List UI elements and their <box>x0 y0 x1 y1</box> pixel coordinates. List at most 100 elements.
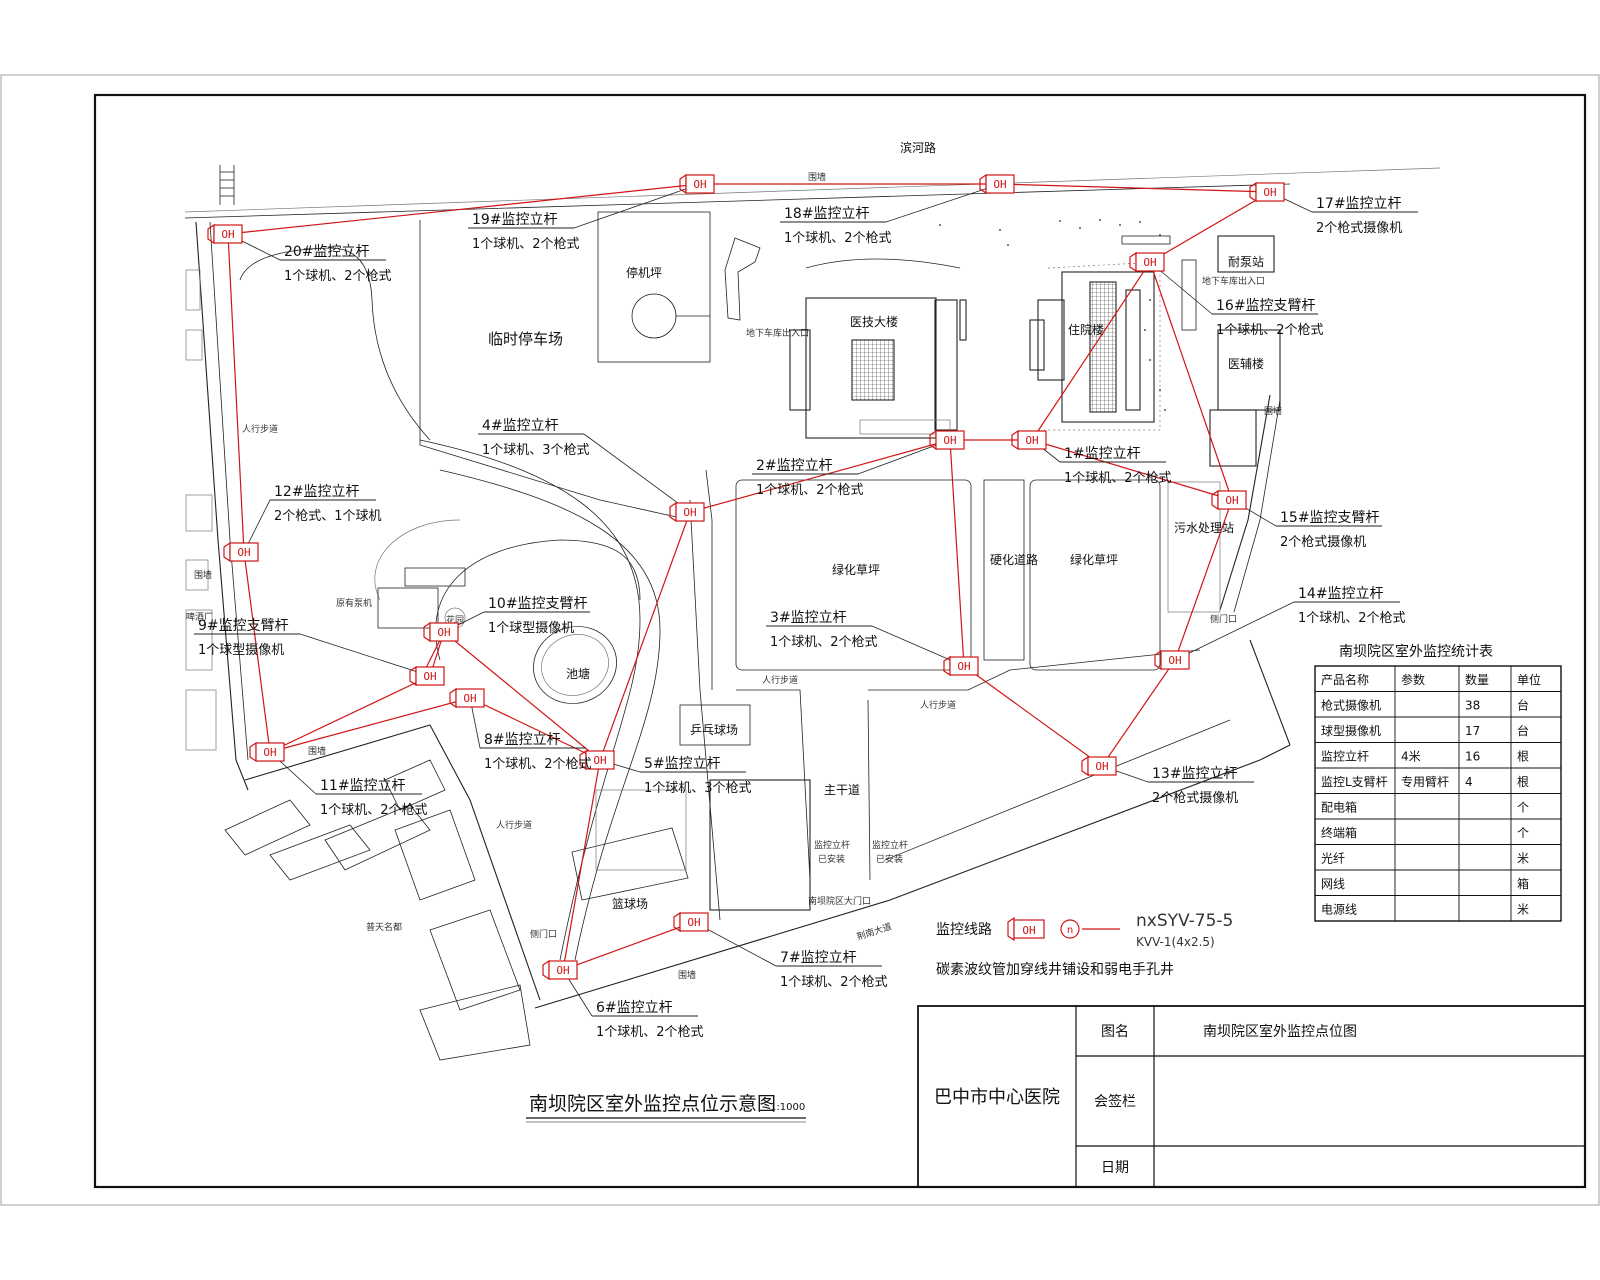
title-block-name-label: 图名 <box>1101 1024 1129 1040</box>
underground-entry-label-2: 地下车库出入口 <box>1202 275 1265 287</box>
camera-point-6: OH 6#监控立杆 1个球机、2个枪式 <box>542 959 704 1040</box>
camera-symbol-icon: OH <box>979 173 1015 195</box>
temp-parking-label: 临时停车场 <box>488 330 563 348</box>
svg-text:OH: OH <box>437 626 450 639</box>
svg-text:OH: OH <box>1168 654 1181 667</box>
sidewalk-label-4: 人行步道 <box>496 819 532 831</box>
stats-cell: 电源线 <box>1321 903 1357 917</box>
sewage-label: 污水处理站 <box>1174 521 1234 535</box>
svg-text:OH: OH <box>263 746 276 759</box>
gate-label: 南坝院区大门口 <box>808 895 871 907</box>
svg-text:OH: OH <box>993 178 1006 191</box>
point-desc: 1个球型摄像机 <box>488 621 574 636</box>
wall-label-right: 围墙 <box>1264 405 1282 417</box>
wall-label-left-bottom: 围墙 <box>308 745 326 757</box>
svg-text:OH: OH <box>1095 760 1108 773</box>
camera-symbol-icon: OH <box>207 223 243 245</box>
existing-pole-2-status: 已安装 <box>876 853 903 865</box>
sheet-outer-border <box>0 74 1600 1206</box>
point-title: 16#监控支臂杆 <box>1216 298 1316 314</box>
svg-text:OH: OH <box>556 964 569 977</box>
inpatient-label: 住院楼 <box>1068 322 1104 337</box>
stats-cell: 个 <box>1517 826 1529 840</box>
camera-symbol-icon: OH <box>1011 429 1047 451</box>
legend-line-label: 监控线路 <box>936 922 992 938</box>
point-desc: 1个球机、2个枪式 <box>596 1024 704 1040</box>
camera-point-14: OH 14#监控立杆 1个球机、2个枪式 <box>1154 586 1406 671</box>
camera-symbol-icon: OH <box>1081 755 1117 777</box>
stats-cell: 台 <box>1517 698 1529 713</box>
svg-text:OH: OH <box>1143 256 1156 269</box>
camera-symbol-icon: OH <box>1154 649 1190 671</box>
point-title: 6#监控立杆 <box>596 1000 673 1016</box>
svg-text:OH: OH <box>593 754 606 767</box>
point-desc: 1个球机、2个枪式 <box>484 756 592 772</box>
camera-symbol-icon: OH <box>579 749 615 771</box>
point-title: 18#监控立杆 <box>784 206 870 222</box>
stats-cell: 根 <box>1517 775 1529 789</box>
svg-text:OH: OH <box>1263 186 1276 199</box>
svg-text:OH: OH <box>687 916 700 929</box>
point-title: 1#监控立杆 <box>1064 446 1141 462</box>
community-label: 普天名都 <box>366 921 402 933</box>
stats-cell: 38 <box>1465 699 1480 713</box>
stats-cell: 16 <box>1465 750 1480 764</box>
basketball-label: 篮球场 <box>612 896 648 911</box>
svg-text:OH: OH <box>1225 494 1238 507</box>
point-desc: 1个球机、2个枪式 <box>780 974 888 990</box>
stats-cell: 米 <box>1517 852 1529 866</box>
wall-label-top: 围墙 <box>808 171 826 183</box>
point-desc: 1个球机、3个枪式 <box>644 780 752 796</box>
tech-building-label: 医技大楼 <box>850 314 898 329</box>
title-block-sign-label: 会签栏 <box>1094 1093 1136 1110</box>
camera-symbol-icon: OH <box>1129 251 1165 273</box>
stats-cell: 配电箱 <box>1321 800 1357 815</box>
winery-label: 啤酒厂 <box>186 611 213 623</box>
camera-symbol-icon: OH <box>1249 181 1285 203</box>
existing-pole-2-label: 监控立杆 <box>872 839 908 851</box>
svg-text:OH: OH <box>1025 434 1038 447</box>
point-desc: 1个球机、2个枪式 <box>756 482 864 498</box>
stats-cell: 终端箱 <box>1321 825 1357 840</box>
drawing-title-block: 南坝院区室外监控点位示意图 1:1000 <box>526 1093 806 1123</box>
point-title: 14#监控立杆 <box>1298 586 1384 602</box>
stats-cell: 4 <box>1465 775 1473 789</box>
svg-text:OH: OH <box>221 228 234 241</box>
point-title: 4#监控立杆 <box>482 418 559 434</box>
camera-symbol-icon: OH <box>669 501 705 523</box>
svg-text:OH: OH <box>683 506 696 519</box>
point-desc: 1个球机、2个枪式 <box>1298 610 1406 626</box>
title-block-org: 巴中市中心医院 <box>934 1087 1060 1108</box>
legend-manhole-icon: n <box>1060 919 1080 939</box>
point-title: 2#监控立杆 <box>756 458 833 474</box>
point-desc: 1个球机、2个枪式 <box>472 236 580 252</box>
stats-header-cell: 参数 <box>1401 672 1425 687</box>
stats-cell: 网线 <box>1321 877 1345 891</box>
title-block: 巴中市中心医院 图名 南坝院区室外监控点位图 会签栏 日期 <box>917 1005 1586 1188</box>
camera-symbol-icon: OH <box>409 665 445 687</box>
jingnan-road-label: 荆南大道 <box>855 920 893 943</box>
point-title: 17#监控立杆 <box>1316 196 1402 212</box>
camera-symbol-icon: OH <box>542 959 578 981</box>
point-title: 11#监控立杆 <box>320 778 406 794</box>
road-label-binhe: 滨河路 <box>900 140 936 155</box>
point-title: 5#监控立杆 <box>644 756 721 772</box>
stats-cell: 监控立杆 <box>1321 749 1369 764</box>
stats-cell: 光纤 <box>1321 852 1345 866</box>
stats-cell: 枪式摄像机 <box>1321 698 1381 713</box>
point-desc: 2个枪式、1个球机 <box>274 508 382 524</box>
drawing-title: 南坝院区室外监控点位示意图 <box>529 1093 776 1115</box>
